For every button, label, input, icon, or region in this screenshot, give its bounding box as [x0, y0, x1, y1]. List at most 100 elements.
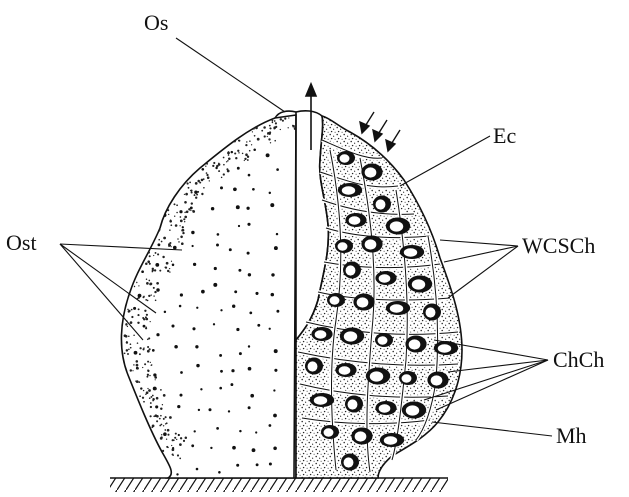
ostium-dot [177, 405, 180, 408]
ground [110, 478, 448, 492]
ostium-dot [220, 309, 222, 311]
ostium-dot [248, 174, 251, 177]
ostium-dot [213, 323, 215, 325]
ostium-dot [208, 408, 211, 411]
ostium-dot [231, 151, 233, 153]
ostium-dot [255, 292, 258, 295]
ostium-dot [152, 349, 155, 352]
ostium-dot [180, 371, 183, 374]
ostium-dot [216, 143, 219, 146]
ostium-dot [249, 312, 252, 315]
ostium-dot [274, 349, 278, 353]
ostium-dot [236, 464, 239, 467]
ostium-dot [180, 394, 183, 397]
ostium-dot [231, 369, 234, 372]
ostium-dot [141, 270, 144, 273]
ostium-dot [271, 293, 275, 297]
ostium-dot [238, 225, 240, 227]
ostium-dot [139, 243, 142, 246]
ostium-dot [155, 405, 158, 408]
ostium-dot [248, 273, 251, 276]
ostium-dot [154, 167, 157, 170]
ostium-dot [219, 354, 222, 357]
ostium-dot [269, 192, 271, 194]
ostium-dot [232, 305, 235, 308]
ostium-dot [134, 422, 138, 426]
ostium-dot [138, 294, 142, 298]
ostium-dot [236, 205, 240, 209]
ostium-dot [194, 146, 198, 150]
ostium-dot [216, 427, 219, 430]
ostium-dot [138, 233, 141, 236]
ostium-dot [270, 203, 274, 207]
ostium-dot [250, 394, 254, 398]
ostium-dot [248, 367, 252, 371]
ostium-dot [273, 389, 275, 391]
ostium-dot [229, 248, 232, 251]
ostium-dot [198, 409, 200, 411]
ostium-dot [255, 431, 257, 433]
label-os: Os [144, 10, 168, 35]
ostium-dot [228, 410, 230, 412]
ostium-dot [266, 153, 270, 157]
ostium-dot [143, 325, 146, 328]
ostium-dot [140, 387, 142, 389]
ostium-dot [233, 187, 237, 191]
label-mh: Mh [556, 423, 587, 448]
ostium-dot [239, 430, 241, 432]
ostium-dot [276, 168, 279, 171]
ostium-dot [155, 263, 159, 267]
sponge-left-half [121, 110, 296, 478]
ostium-dot [194, 430, 196, 432]
ostium-dot [195, 345, 198, 348]
ostium-dot [214, 267, 217, 270]
ostium-dot [139, 187, 143, 191]
ostium-dot [134, 351, 138, 355]
ostium-dot [273, 447, 277, 451]
ostium-dot [179, 305, 182, 308]
label-ost: Ost [6, 230, 37, 255]
ostium-dot [135, 211, 139, 215]
ostium-dot [193, 263, 196, 266]
ostium-dot [239, 352, 242, 355]
ostium-dot [269, 424, 272, 427]
ostium-dot [216, 244, 219, 247]
ostium-dot [133, 307, 136, 310]
ostium-dot [238, 269, 241, 272]
ostium-dot [196, 307, 198, 309]
ostium-dot [200, 388, 202, 390]
ostium-dot [220, 370, 223, 373]
ostium-dot [194, 191, 197, 194]
ostium-dot [171, 324, 174, 327]
ostium-dot [276, 233, 278, 235]
ostium-dot [154, 148, 157, 151]
ostium-dot [274, 369, 277, 372]
ostium-dot [252, 448, 256, 452]
ostium-dot [210, 447, 212, 449]
ostium-dot [176, 473, 178, 475]
ostium-dot [234, 290, 237, 293]
label-ec: Ec [493, 123, 516, 148]
ostium-dot [163, 432, 167, 436]
label-wcsch: WCSCh [522, 233, 595, 258]
ostium-dot [220, 186, 223, 189]
ostium-dot [253, 149, 256, 152]
ostium-dot [248, 345, 250, 347]
ostium-dot [191, 231, 194, 234]
ostium-dot [156, 333, 159, 336]
ostium-dot [172, 264, 175, 267]
ostium-dot [201, 168, 204, 171]
ostium-dot [139, 150, 141, 152]
ostium-dot [274, 246, 278, 250]
ostium-dot [133, 446, 136, 449]
ostium-dot [196, 364, 199, 367]
ostium-dot [160, 184, 163, 187]
ostium-dot [138, 465, 142, 469]
ostium-dot [252, 188, 255, 191]
ostium-dot [201, 290, 205, 294]
ostium-dot [232, 446, 236, 450]
ostium-dot [236, 328, 239, 331]
ostium-dot [247, 252, 250, 255]
ostium-dot [217, 233, 220, 236]
